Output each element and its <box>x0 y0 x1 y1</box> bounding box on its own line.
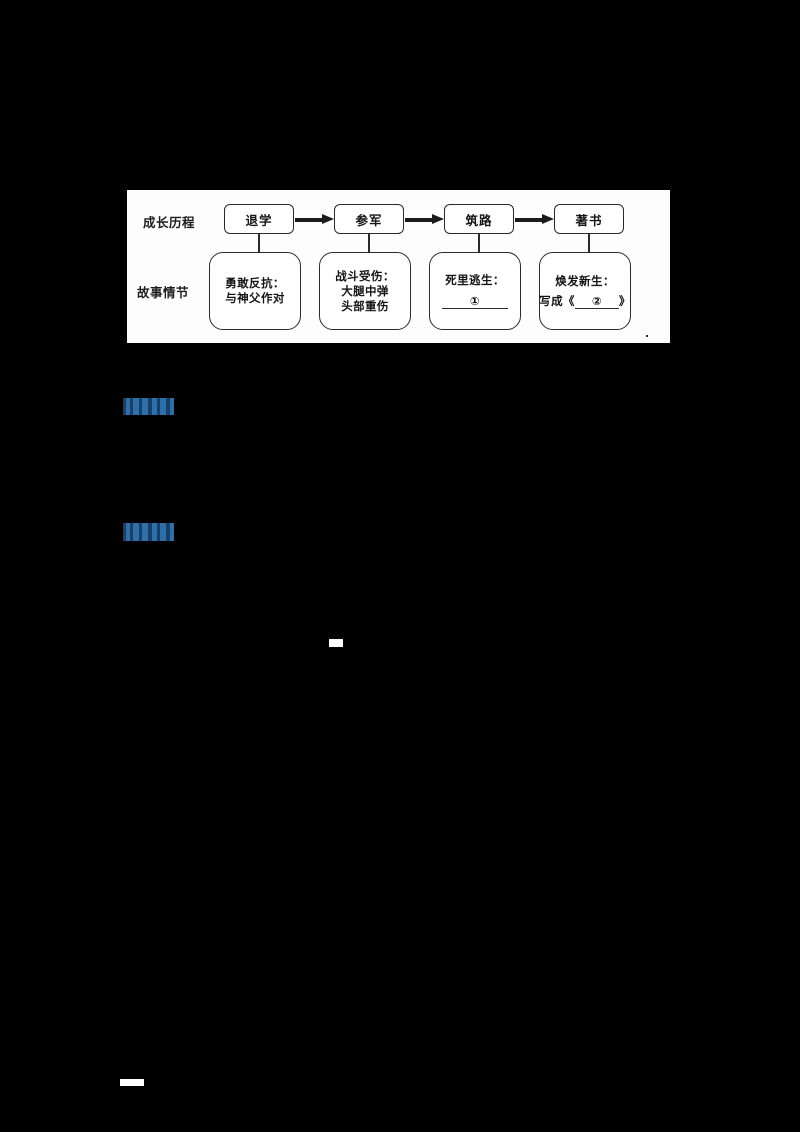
connector-line-1 <box>258 234 260 252</box>
arrow-shaft <box>515 217 543 222</box>
detail-box-2: 战斗受伤： 大腿中弹 头部重伤 <box>319 252 411 330</box>
arrow-shaft <box>295 217 323 222</box>
answer-blank-row-2: 写成《 ② 》 <box>539 294 631 309</box>
answer-blank-2: ② <box>574 294 619 309</box>
row-label-growth-stage: 成长历程 <box>143 215 196 230</box>
stage-box-3: 筑路 <box>444 204 514 234</box>
white-artifact-2 <box>120 1079 144 1086</box>
detail-heading: 焕发新生： <box>555 273 615 288</box>
arrow-shaft <box>405 217 433 222</box>
answer-blank-row-1: ① <box>442 294 508 309</box>
answer-blank-1: ① <box>442 294 508 309</box>
book-title-prefix: 写成《 <box>539 293 575 308</box>
flowchart-inner: 成长历程 故事情节 退学 参军 筑路 著书 勇敢反抗： 与神父作对 <box>127 190 670 343</box>
arrow-head <box>542 214 554 224</box>
stage-box-4: 著书 <box>554 204 624 234</box>
flow-arrow-icon-3 <box>515 214 555 224</box>
detail-line: 大腿中弹 <box>341 283 389 298</box>
connector-line-4 <box>588 234 590 252</box>
flow-arrow-icon-2 <box>405 214 445 224</box>
detail-box-3: 死里逃生： ① <box>429 252 521 330</box>
flow-arrow-icon-1 <box>295 214 335 224</box>
row-label-story-plot: 故事情节 <box>137 285 190 300</box>
flowchart-figure: 成长历程 故事情节 退学 参军 筑路 著书 勇敢反抗： 与神父作对 <box>127 190 670 343</box>
white-artifact-1 <box>329 639 343 647</box>
detail-heading: 勇敢反抗： <box>225 276 285 290</box>
arrow-head <box>322 214 334 224</box>
arrow-head <box>432 214 444 224</box>
detail-line: 头部重伤 <box>341 298 389 313</box>
detail-line: 与神父作对 <box>225 291 285 305</box>
redacted-answer-2 <box>123 523 174 541</box>
detail-box-1: 勇敢反抗： 与神父作对 <box>209 252 301 330</box>
connector-line-3 <box>478 234 480 252</box>
stage-box-2: 参军 <box>334 204 404 234</box>
scan-dot-artifact <box>646 335 648 337</box>
connector-line-2 <box>368 234 370 252</box>
redacted-answer-1 <box>123 398 174 415</box>
redacted-speckle <box>123 398 174 415</box>
book-title-suffix: 》 <box>618 293 631 308</box>
redacted-speckle <box>123 523 174 541</box>
stage-box-1: 退学 <box>224 204 294 234</box>
detail-heading: 死里逃生： <box>445 273 505 287</box>
detail-heading: 战斗受伤： <box>335 268 395 283</box>
detail-box-4: 焕发新生： 写成《 ② 》 <box>539 252 631 330</box>
